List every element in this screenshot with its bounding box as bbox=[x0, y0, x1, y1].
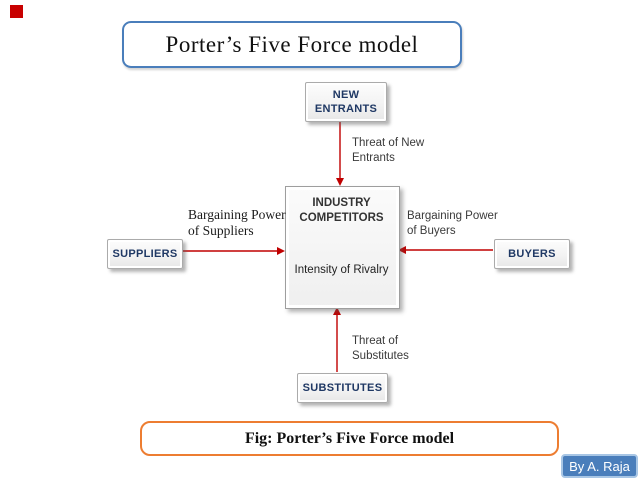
threat-new-entrants-arrowhead-icon bbox=[336, 178, 344, 186]
node-substitutes-label: SUBSTITUTES bbox=[302, 382, 383, 394]
edge-label-threat-of-new-entrants: Threat of New Entrants bbox=[352, 137, 425, 164]
node-new-entrants: NEW ENTRANTS bbox=[305, 82, 387, 122]
node-new-entrants-label: NEW ENTRANTS bbox=[314, 89, 378, 115]
node-substitutes: SUBSTITUTES bbox=[297, 373, 388, 403]
edge-label-bargaining-power-of-suppliers: Bargaining Power of Suppliers bbox=[188, 207, 286, 238]
node-suppliers: SUPPLIERS bbox=[107, 239, 183, 269]
suppliers-arrowhead-icon bbox=[277, 247, 285, 255]
slide-title-box: Porter’s Five Force model bbox=[122, 21, 462, 68]
slide-title: Porter’s Five Force model bbox=[165, 31, 419, 57]
decorative-red-square bbox=[10, 5, 23, 18]
intensity-of-rivalry-label: Intensity of Rivalry bbox=[294, 264, 389, 276]
author-credit: By A. Raja bbox=[569, 458, 630, 474]
author-credit-badge: By A. Raja bbox=[561, 454, 638, 478]
figure-caption: Fig: Porter’s Five Force model bbox=[244, 429, 455, 447]
node-suppliers-label: SUPPLIERS bbox=[112, 248, 178, 260]
node-buyers: BUYERS bbox=[494, 239, 570, 269]
edge-label-bargaining-power-of-buyers: Bargaining Power of Buyers bbox=[407, 210, 498, 237]
edge-label-threat-of-substitutes: Threat of Substitutes bbox=[352, 335, 409, 362]
industry-competitors-label: INDUSTRY COMPETITORS bbox=[299, 197, 384, 224]
node-industry-competitors bbox=[285, 186, 400, 309]
figure-caption-box: Fig: Porter’s Five Force model bbox=[140, 421, 559, 456]
node-buyers-label: BUYERS bbox=[508, 248, 556, 260]
